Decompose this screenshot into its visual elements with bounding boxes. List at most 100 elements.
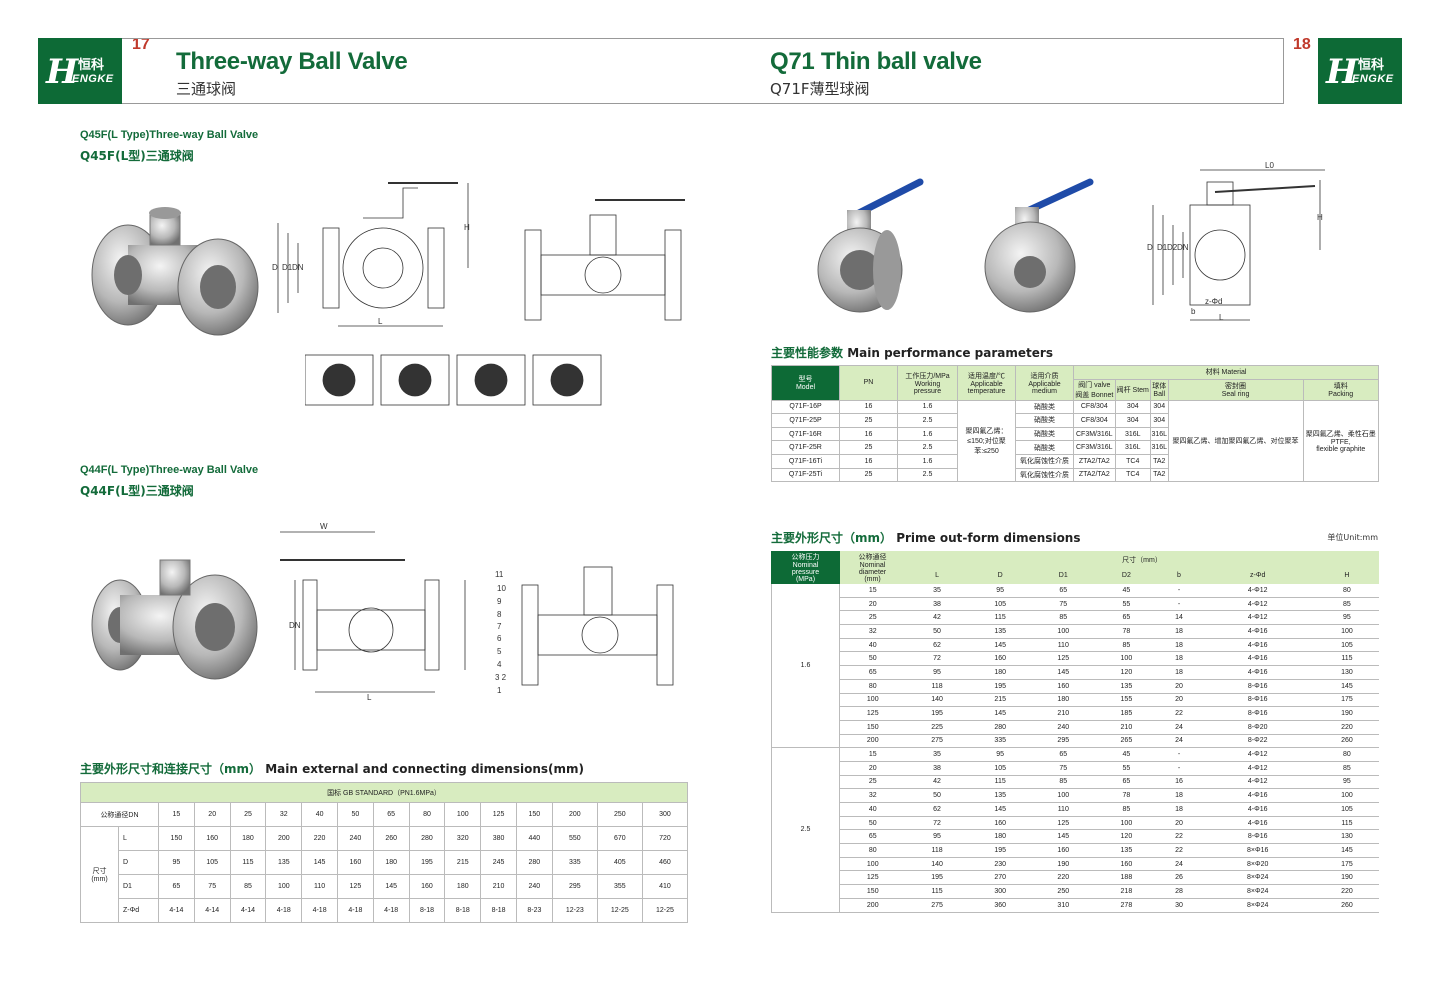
perf-pn: 16 [839, 399, 898, 415]
table-cell: 24 [1157, 719, 1201, 735]
table-cell: 4-Φ16 [1200, 665, 1316, 680]
table-cell: 145 [301, 850, 338, 875]
perf-seal: 聚四氟乙烯、增加聚四氟乙烯、对位聚苯 [1167, 399, 1304, 483]
table-cell: 4-18 [336, 898, 374, 923]
table-cell: 65 [1094, 774, 1158, 790]
table-cell: 245 [480, 850, 517, 875]
table-cell: 105 [1315, 802, 1379, 817]
table-cell: 95 [968, 583, 1032, 598]
table-cell: 100 [839, 692, 906, 708]
table-cell: 50 [839, 815, 906, 831]
table-cell: 8-Φ16 [1200, 678, 1316, 694]
table-cell: 4-18 [301, 898, 338, 923]
table-cell: 240 [336, 826, 374, 851]
perf-body: ZTA2/TA2 [1073, 467, 1116, 483]
table-cell: 4-14 [193, 898, 231, 923]
perf-pressure: 1.6 [897, 453, 958, 469]
svg-text:4: 4 [497, 660, 502, 669]
perf-medium: 硝酸类 [1015, 413, 1074, 428]
table-cell: 95 [158, 850, 195, 875]
table-cell: 4-Φ16 [1200, 788, 1316, 803]
table-cell: 440 [515, 826, 553, 851]
perf-body: CF8/304 [1073, 399, 1116, 415]
table-cell: 28 [1157, 884, 1201, 899]
table-cell: 280 [968, 719, 1032, 735]
perf-body: ZTA2/TA2 [1073, 453, 1116, 469]
svg-text:D: D [272, 263, 278, 272]
table-cell: 180 [372, 850, 410, 875]
table-cell: 145 [968, 706, 1032, 721]
table-cell: 65 [1031, 583, 1095, 598]
table-cell: 100 [1031, 624, 1095, 639]
table-cell: 335 [968, 733, 1032, 749]
table-cell: 160 [968, 815, 1032, 831]
table-cell: 4-Φ12 [1200, 760, 1316, 776]
table-cell: 18 [1157, 624, 1201, 639]
table-cell: 12-25 [596, 898, 643, 923]
table-cell: 72 [905, 815, 969, 831]
left-table-heading: 主要外形尺寸和连接尺寸（mm） Main external and connec… [80, 760, 584, 777]
table-cell: 260 [1315, 733, 1379, 749]
svg-text:W: W [320, 522, 328, 531]
q45-side-drawing [524, 199, 685, 321]
dim-col-header: D [968, 567, 1033, 584]
table-cell: 65 [839, 665, 906, 680]
table-cell: 260 [1315, 897, 1379, 913]
table-cell: 190 [1315, 870, 1379, 886]
row-label: Z-Φd [118, 898, 159, 923]
svg-text:L: L [367, 693, 372, 702]
table-cell: 8-18 [408, 898, 446, 923]
table-cell: 65 [1031, 747, 1095, 762]
perf-packing: 聚四氟乙烯、柔性石墨 PTFE, flexible graphite [1302, 399, 1380, 483]
table-cell: 30 [1157, 897, 1201, 913]
perf-header-body: 阀门 valve 阀盖 Bonnet [1073, 378, 1116, 401]
page-title-right: Q71 Thin ball valve [770, 48, 982, 75]
table-cell: 670 [596, 826, 643, 851]
q45-valve-photo [91, 207, 259, 336]
dim-col-header: L [904, 567, 970, 584]
section-title-q45-cn: Q45F(L型)三通球阀 [80, 149, 194, 163]
table-cell: 35 [905, 747, 969, 762]
perf-stem: 304 [1114, 413, 1151, 428]
table-cell: 145 [372, 874, 410, 899]
table-cell: 115 [229, 850, 267, 875]
table-cell: 135 [265, 850, 303, 875]
table-cell: 210 [480, 874, 517, 899]
table-cell: 50 [336, 802, 374, 827]
q45-section-drawing: D D1 DN H L [272, 182, 470, 327]
perf-pressure: 2.5 [897, 413, 958, 428]
dim-table-heading-en: Prime out-form dimensions [896, 531, 1081, 545]
table-cell: 215 [444, 850, 482, 875]
table-cell: 95 [905, 665, 969, 680]
table-cell: 95 [1315, 610, 1379, 626]
svg-text:5: 5 [497, 647, 502, 656]
table-cell: 200 [839, 733, 906, 749]
table-cell: 145 [968, 802, 1032, 817]
table-cell: 550 [551, 826, 598, 851]
table-cell: 18 [1157, 637, 1201, 653]
page-number-left: 17 [132, 36, 150, 53]
table-cell: 125 [839, 706, 906, 721]
perf-header-model: 型号 Model [771, 365, 840, 401]
table-cell: 125 [336, 874, 374, 899]
dimension-table: 公称压力 Nominal pressure (MPa) 公称通径 Nominal… [771, 551, 1380, 913]
table-cell: 105 [968, 596, 1032, 612]
dim-pn: 2.5 [771, 747, 840, 913]
table-cell: 75 [1031, 760, 1095, 776]
dim-pn: 1.6 [771, 582, 840, 749]
table-cell: 15 [839, 747, 906, 762]
table-cell: - [1157, 747, 1201, 762]
table-cell: 295 [1031, 733, 1095, 749]
svg-text:7: 7 [497, 622, 502, 631]
table-cell: 120 [1094, 665, 1158, 680]
table-cell: 140 [905, 692, 969, 708]
table-cell: 115 [1315, 815, 1379, 831]
logo-cn: 恒科 [1358, 58, 1385, 73]
table-cell: 110 [1031, 637, 1095, 653]
